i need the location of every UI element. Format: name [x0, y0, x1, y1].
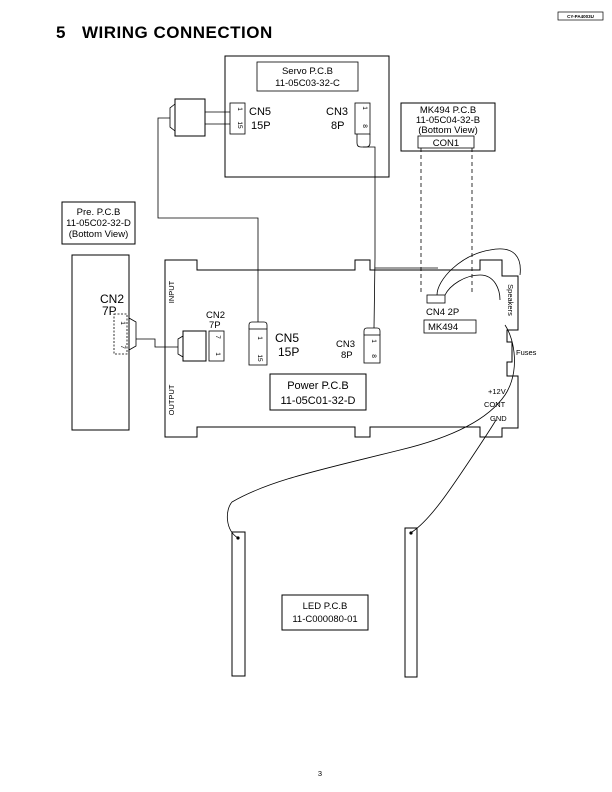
power-cn3-connector	[363, 334, 381, 364]
servo-pcb: Servo P.C.B 11-05C03-32-C 15 1 CN5 15P C…	[224, 55, 390, 178]
servo-cn5-pins: 15P	[251, 120, 271, 132]
pre-pcb-code: 11-05C02-32-D	[66, 218, 131, 229]
power-input-label: INPUT	[167, 280, 176, 303]
power-cn3-name: CN3	[336, 339, 355, 350]
wire-servo-cn3-to-power-cn3	[363, 146, 376, 329]
power-cn2-connector	[208, 330, 225, 362]
cont-label: CONT	[484, 400, 506, 409]
power-cn2-plug	[182, 330, 207, 362]
power-cn5-pins: 15P	[278, 345, 299, 359]
led-pcb-code: 11-C000080-01	[292, 614, 357, 625]
servo-cn3-pin-a: 1	[361, 106, 368, 110]
wire-led-loop-left	[411, 419, 497, 533]
pre-pcb: Pre. P.C.B 11-05C02-32-D (Bottom View) C…	[61, 201, 137, 431]
model-code-box	[557, 11, 604, 21]
power-output-label: OUTPUT	[167, 384, 176, 415]
pre-cn2-pin-a: 1	[119, 321, 126, 325]
pre-pcb-name: Pre. P.C.B	[77, 207, 121, 218]
servo-cn3-connector	[354, 102, 371, 135]
power-cn2-pins: 7P	[209, 320, 221, 331]
pre-pcb-label-box	[61, 201, 136, 245]
power-cn2-pin-b: 1	[214, 352, 221, 356]
led-pcb-name: LED P.C.B	[303, 601, 348, 612]
servo-pcb-name: Servo P.C.B	[282, 66, 333, 77]
power-cn3-pin-a: 1	[370, 339, 377, 343]
power-mk494-label: MK494	[428, 322, 458, 333]
section-number: 5	[56, 23, 66, 42]
page-title: WIRING CONNECTION	[82, 23, 273, 42]
power-cn3-pin-b: 8	[370, 354, 377, 358]
wire-servo-cn5-to-power-cn5	[157, 117, 259, 322]
power-cn2-name: CN2	[206, 310, 225, 321]
servo-cn3-name: CN3	[326, 106, 348, 118]
led-pcb-left-board	[231, 531, 246, 677]
power-pcb: INPUT OUTPUT CN2 7P 7 1 1 15 CN5 15P CN3…	[164, 259, 537, 438]
power-cn5-pin-a: 1	[256, 336, 263, 340]
power-pcb-label-box	[269, 373, 367, 411]
power-mk494-box	[423, 319, 477, 334]
gnd-label: GND	[490, 414, 507, 423]
model-code: CY-PA4003U	[567, 14, 594, 19]
mk494-pcb-name: MK494 P.C.B	[420, 105, 476, 116]
servo-pcb-code: 11-05C03-32-C	[275, 78, 340, 89]
fuses-label: Fuses	[516, 348, 537, 357]
led-pcb: LED P.C.B 11-C000080-01	[231, 527, 418, 678]
wire-pre-cn2-to-power-cn2	[136, 338, 178, 348]
servo-cn5-pin-b: 1	[236, 107, 243, 111]
servo-cn5-plug	[169, 98, 230, 137]
v12-label: +12V	[488, 387, 506, 396]
servo-cn5-pin-a: 15	[236, 121, 243, 129]
mk494-pcb: MK494 P.C.B 11-05C04-32-B (Bottom View) …	[400, 102, 496, 152]
servo-cn3-pins: 8P	[331, 120, 344, 132]
mk494-con1	[417, 135, 475, 149]
power-cn4-connector	[426, 294, 446, 304]
servo-cn5-connector	[229, 102, 246, 135]
power-cn5-pin-b: 15	[256, 354, 263, 362]
wire-speaker-loop-outer	[436, 248, 521, 296]
wire-speaker-loop-inner	[444, 274, 501, 301]
pre-pcb-board	[71, 254, 130, 431]
wire-led-loop-right	[226, 324, 515, 539]
pre-cn2-name: CN2	[100, 292, 124, 306]
power-cn5-connector	[248, 328, 268, 366]
mk494-con1-label: CON1	[433, 138, 459, 149]
mk494-pcb-view: (Bottom View)	[418, 125, 477, 136]
wires	[136, 117, 521, 539]
power-cn2-pin-a: 7	[214, 335, 221, 339]
pre-cn2-pin-b: 7	[119, 345, 126, 349]
led-pcb-label-box	[281, 594, 369, 631]
pre-pcb-view: (Bottom View)	[69, 229, 128, 240]
power-cn4-label: CN4 2P	[426, 307, 459, 318]
servo-cn5-name: CN5	[249, 106, 271, 118]
servo-pcb-label-box	[256, 61, 359, 92]
power-pcb-code: 11-05C01-32-D	[280, 395, 355, 407]
pre-cn2-connector	[113, 313, 128, 355]
power-cn3-pins: 8P	[341, 350, 353, 361]
page-number: 3	[318, 769, 322, 778]
pre-cn2-pins: 7P	[102, 304, 117, 318]
speakers-label: Speakers	[506, 284, 515, 316]
power-pcb-name: Power P.C.B	[287, 380, 349, 392]
servo-cn3-pin-b: 8	[361, 124, 368, 128]
mk494-pcb-code: 11-05C04-32-B	[416, 115, 480, 126]
power-cn5-name: CN5	[275, 331, 299, 345]
led-pcb-right-board	[404, 527, 418, 678]
